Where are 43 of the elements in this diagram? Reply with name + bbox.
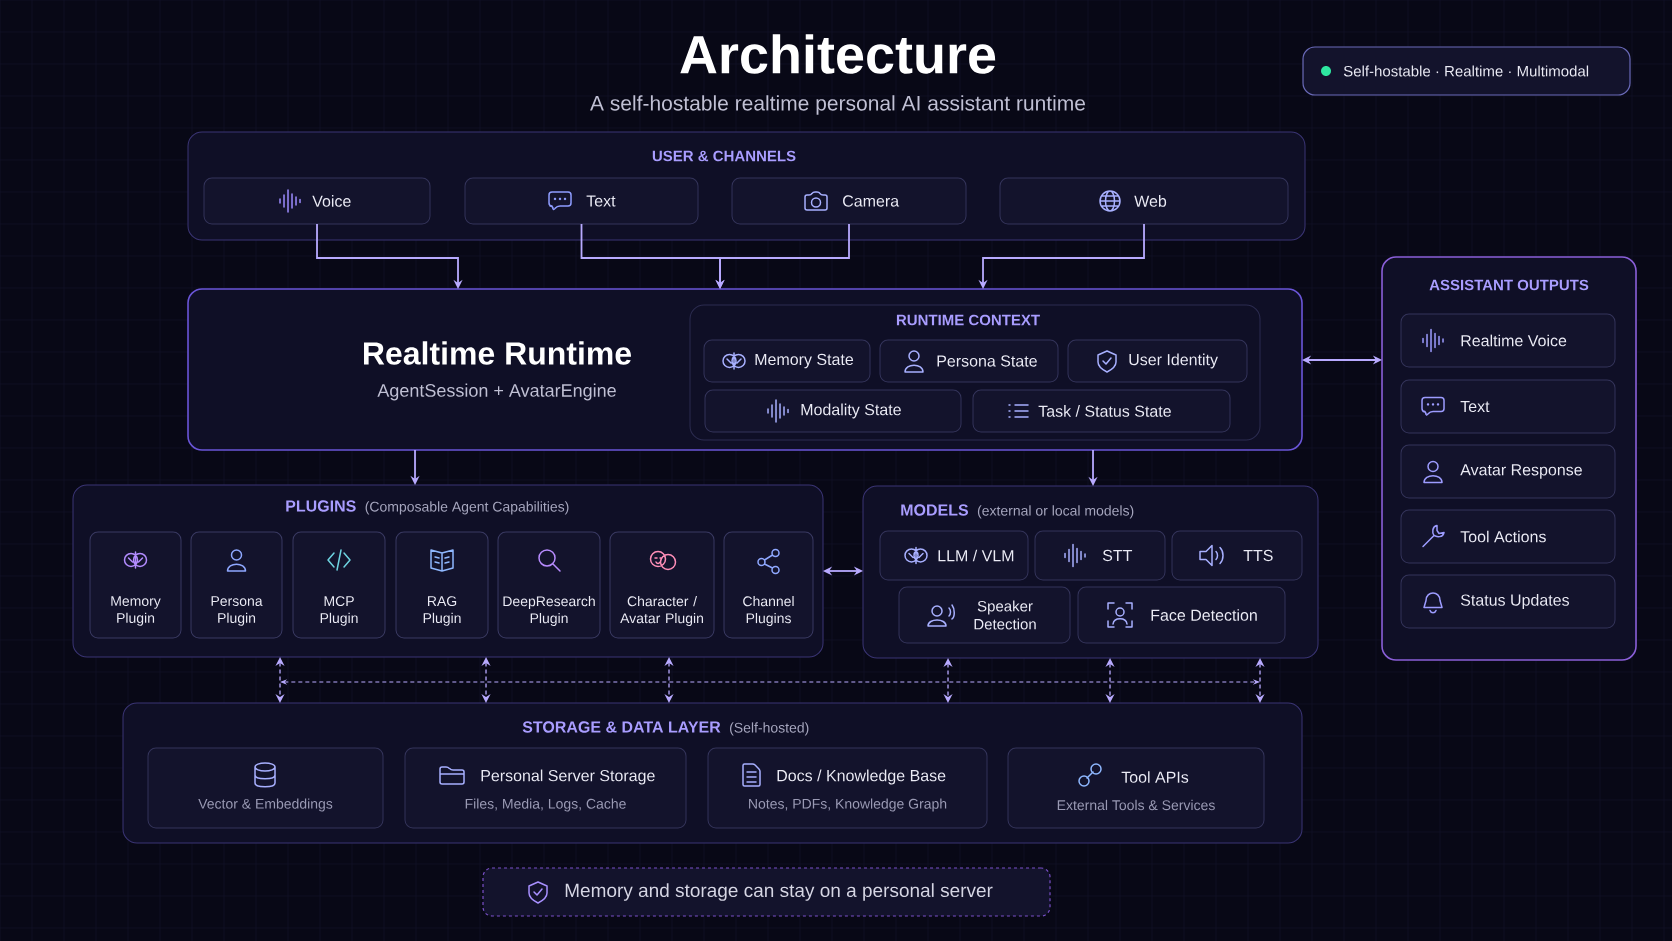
model-box: Speaker Detection	[898, 586, 1071, 644]
storage-box: Personal Server Storage Files, Media, Logs, Cache	[404, 747, 687, 829]
channel-box: Web	[999, 177, 1289, 225]
state-box: User Identity	[1067, 339, 1248, 383]
arrow	[664, 657, 674, 703]
arrow	[1255, 658, 1265, 703]
storage-box: Tool APIs External Tools & Services	[1007, 747, 1265, 829]
output-box: Realtime Voice	[1400, 313, 1616, 368]
output-box: Avatar Response	[1400, 444, 1616, 499]
model-box: TTS	[1171, 530, 1303, 581]
note-box: Memory and storage can stay on a personal server	[482, 867, 1051, 917]
arrow	[316, 223, 463, 289]
output-box: Status Updates	[1400, 574, 1616, 629]
state-box: Modality State	[704, 389, 962, 433]
model-box: Face Detection	[1077, 586, 1286, 644]
model-box: LLM / VLM	[879, 530, 1029, 581]
title: Architecture	[680, 34, 996, 74]
plugin-card: Persona Plugin	[190, 531, 283, 639]
arrow	[1302, 355, 1382, 365]
arrow	[943, 658, 953, 703]
channel-box: Voice	[203, 177, 431, 225]
plugin-card: RAG Plugin	[395, 531, 489, 639]
storage-box: Docs / Knowledge Base Notes, PDFs, Knowledge Graph	[707, 747, 988, 829]
channel-box: Text	[464, 177, 699, 225]
plugin-card: Channel Plugins	[723, 531, 814, 639]
state-box: Memory State	[703, 339, 871, 383]
arrow	[481, 657, 491, 703]
state-box: Persona State	[879, 339, 1059, 383]
status-badge: Self-hostable · Realtime · Multimodal	[1302, 46, 1631, 96]
model-box: STT	[1034, 530, 1166, 581]
subtitle: A self-hostable realtime personal AI assistant runtime	[590, 95, 1085, 115]
arrow	[275, 657, 285, 703]
storage-box: Vector & Embeddings	[147, 747, 384, 829]
output-box: Tool Actions	[1400, 509, 1616, 564]
plugin-card: Character / Avatar Plugin	[609, 531, 715, 639]
state-box: Task / Status State	[972, 389, 1231, 433]
output-box: Text	[1400, 379, 1616, 434]
plugin-card: MCP Plugin	[292, 531, 386, 639]
arrow	[1105, 658, 1115, 703]
plugin-card: Memory Plugin	[89, 531, 182, 639]
channel-box: Camera	[731, 177, 967, 225]
plugin-card: DeepResearch Plugin	[497, 531, 601, 639]
arrow	[823, 566, 863, 576]
